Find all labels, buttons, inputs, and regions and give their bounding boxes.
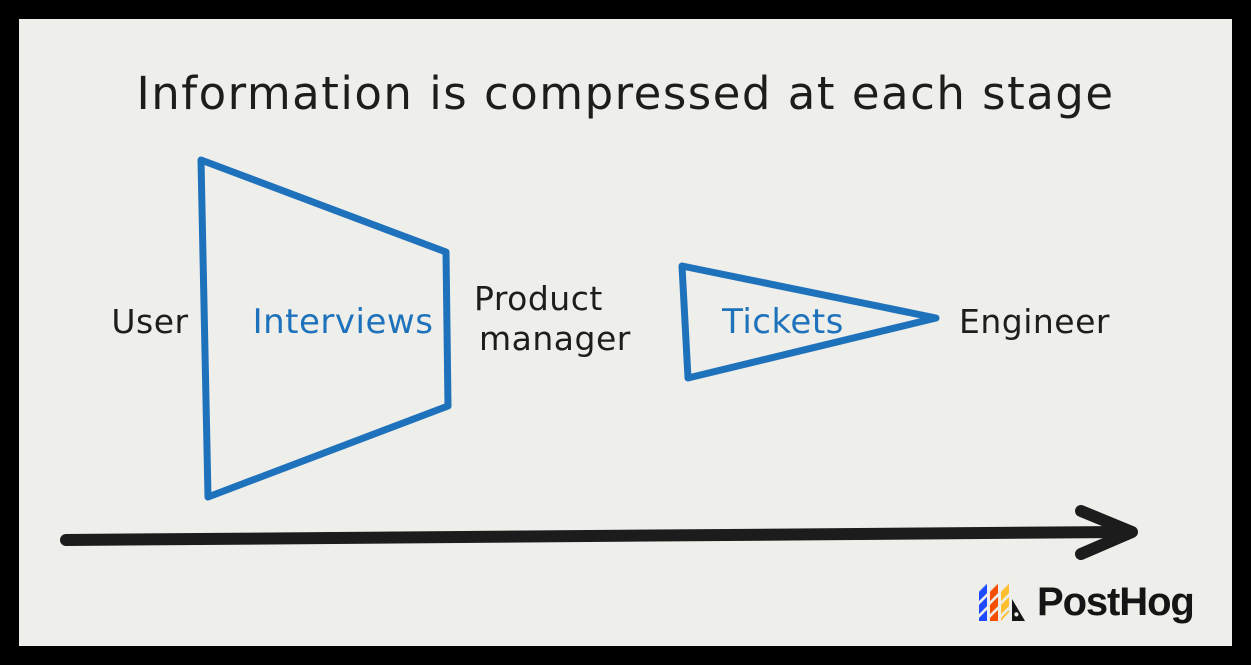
stage-label-user: User (111, 302, 189, 341)
flow-arrow-icon (60, 505, 1138, 560)
stage-label-interviews: Interviews (252, 302, 434, 342)
slide-board: Information is compressed at each stage … (19, 19, 1232, 646)
stage-label-tickets: Tickets (722, 302, 844, 342)
posthog-wordmark: PostHog (1037, 580, 1195, 624)
page-title: Information is compressed at each stage (136, 67, 1115, 120)
posthog-logo: PostHog (978, 572, 1218, 632)
stage-label-engineer: Engineer (959, 302, 1110, 341)
stage-label-product-manager-line1: Product (474, 279, 603, 318)
stage-label-product-manager-line2: manager (479, 319, 631, 359)
posthog-hedgehog-mark-icon (979, 583, 1025, 621)
